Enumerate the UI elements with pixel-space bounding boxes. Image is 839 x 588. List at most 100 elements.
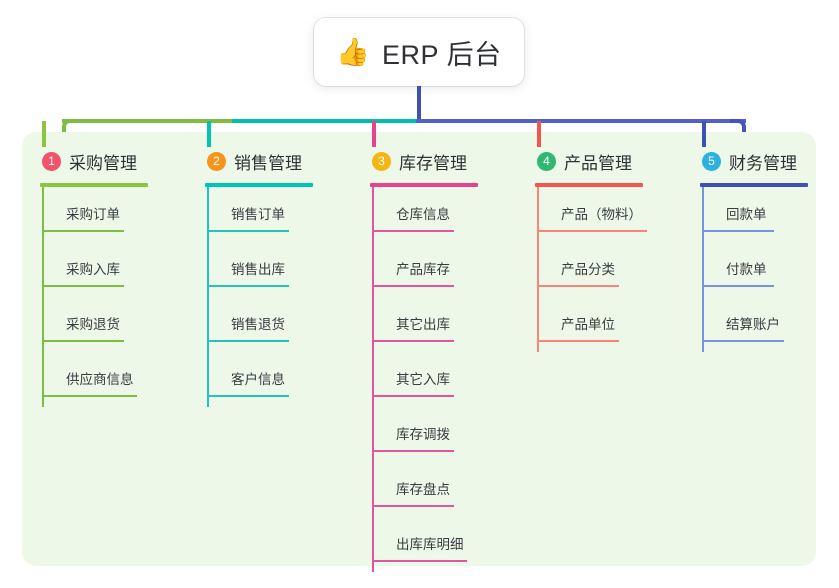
menu-item-rule — [537, 340, 619, 342]
menu-item-label: 仓库信息 — [396, 207, 450, 222]
menu-item-rule — [42, 230, 124, 232]
page-title: ERP 后台 — [382, 39, 502, 70]
menu-item-rule — [207, 230, 289, 232]
menu-item[interactable]: 供应商信息 — [40, 352, 148, 407]
column-items-2: 销售订单销售出库销售退货客户信息 — [205, 187, 313, 407]
column-rule-2 — [205, 183, 313, 187]
column-rule-5 — [700, 183, 808, 187]
menu-item[interactable]: 采购入库 — [40, 242, 148, 297]
menu-item[interactable]: 其它入库 — [370, 352, 478, 407]
menu-item-rule — [372, 505, 454, 507]
column-spine-4 — [537, 187, 539, 352]
bus-segment-green — [62, 119, 234, 123]
bus-segment-teal — [232, 119, 418, 123]
menu-item-rule — [372, 340, 454, 342]
column-rule-3 — [370, 183, 478, 187]
menu-item-rule — [207, 340, 289, 342]
menu-item[interactable]: 产品分类 — [535, 242, 643, 297]
menu-item[interactable]: 采购订单 — [40, 187, 148, 242]
menu-item-rule — [207, 395, 289, 397]
drop-connector-5 — [702, 121, 706, 147]
column-2: 2 销售管理销售订单销售出库销售退货客户信息 — [205, 148, 313, 407]
menu-item-rule — [702, 285, 774, 287]
menu-item-rule — [42, 285, 124, 287]
menu-item[interactable]: 其它出库 — [370, 297, 478, 352]
column-title-5: 财务管理 — [729, 153, 797, 173]
column-title-2: 销售管理 — [234, 153, 302, 173]
menu-item-label: 付款单 — [726, 262, 767, 277]
menu-item-rule — [372, 285, 454, 287]
menu-item-label: 库存调拨 — [396, 427, 450, 442]
column-spine-1 — [42, 187, 44, 407]
menu-item[interactable]: 销售订单 — [205, 187, 313, 242]
menu-item-label: 销售订单 — [231, 207, 285, 222]
column-header-4[interactable]: 4 产品管理 — [535, 148, 643, 174]
column-badge-4: 4 — [537, 151, 556, 171]
drop-connector-4 — [537, 121, 541, 147]
column-items-5: 回款单付款单结算账户 — [700, 187, 808, 352]
menu-item-label: 其它出库 — [396, 317, 450, 332]
column-badge-2: 2 — [207, 151, 226, 171]
menu-item-label: 采购退货 — [66, 317, 120, 332]
menu-item-label: 回款单 — [726, 207, 767, 222]
drop-connector-3 — [372, 121, 376, 147]
menu-item[interactable]: 客户信息 — [205, 352, 313, 407]
menu-item[interactable]: 结算账户 — [700, 297, 808, 352]
column-3: 3 库存管理仓库信息产品库存其它出库其它入库库存调拨库存盘点出库库明细 — [370, 148, 478, 572]
column-title-4: 产品管理 — [564, 153, 632, 173]
drop-connector-2 — [207, 121, 211, 147]
column-spine-2 — [207, 187, 209, 407]
column-spine-5 — [702, 187, 704, 352]
menu-item[interactable]: 付款单 — [700, 242, 808, 297]
column-items-4: 产品（物料） 产品分类产品单位 — [535, 187, 647, 352]
column-rule-4 — [535, 183, 643, 187]
column-4: 4 产品管理产品（物料） 产品分类产品单位 — [535, 148, 647, 352]
menu-item[interactable]: 产品库存 — [370, 242, 478, 297]
bus-segment-blue — [416, 119, 746, 123]
column-spine-3 — [372, 187, 374, 572]
root-stem-connector — [417, 86, 421, 122]
column-items-1: 采购订单采购入库采购退货供应商信息 — [40, 187, 148, 407]
column-title-3: 库存管理 — [399, 153, 467, 173]
column-badge-1: 1 — [42, 151, 61, 171]
column-badge-3: 3 — [372, 151, 391, 171]
menu-item-label: 产品分类 — [561, 262, 615, 277]
thumbs-up-icon: 👍 — [336, 36, 371, 67]
menu-item-label: 产品单位 — [561, 317, 615, 332]
menu-item-rule — [42, 340, 124, 342]
menu-item[interactable]: 产品单位 — [535, 297, 643, 352]
bus-corner-left — [62, 119, 78, 135]
menu-item-rule — [372, 560, 467, 562]
column-rule-1 — [40, 183, 148, 187]
menu-item-label: 出库库明细 — [396, 537, 464, 552]
menu-item-rule — [537, 230, 647, 232]
menu-item-rule — [42, 395, 137, 397]
menu-item[interactable]: 仓库信息 — [370, 187, 478, 242]
menu-item-rule — [372, 395, 454, 397]
menu-item-label: 产品（物料） — [561, 207, 642, 222]
menu-item-label: 采购订单 — [66, 207, 120, 222]
menu-item-label: 销售退货 — [231, 317, 285, 332]
menu-item-label: 销售出库 — [231, 262, 285, 277]
menu-item[interactable]: 产品（物料） — [535, 187, 647, 242]
menu-item[interactable]: 回款单 — [700, 187, 808, 242]
menu-item[interactable]: 销售退货 — [205, 297, 313, 352]
menu-item-rule — [537, 285, 619, 287]
menu-item[interactable]: 采购退货 — [40, 297, 148, 352]
menu-item-label: 其它入库 — [396, 372, 450, 387]
menu-item[interactable]: 出库库明细 — [370, 517, 478, 572]
menu-item[interactable]: 库存调拨 — [370, 407, 478, 462]
menu-item[interactable]: 库存盘点 — [370, 462, 478, 517]
drop-connector-1 — [42, 121, 46, 147]
column-header-2[interactable]: 2 销售管理 — [205, 148, 313, 174]
root-node-card[interactable]: 👍 ERP 后台 — [314, 18, 524, 86]
menu-item-label: 结算账户 — [726, 317, 780, 332]
menu-item[interactable]: 销售出库 — [205, 242, 313, 297]
menu-item-label: 采购入库 — [66, 262, 120, 277]
branches-panel — [22, 132, 816, 566]
menu-item-rule — [702, 230, 774, 232]
column-header-3[interactable]: 3 库存管理 — [370, 148, 478, 174]
